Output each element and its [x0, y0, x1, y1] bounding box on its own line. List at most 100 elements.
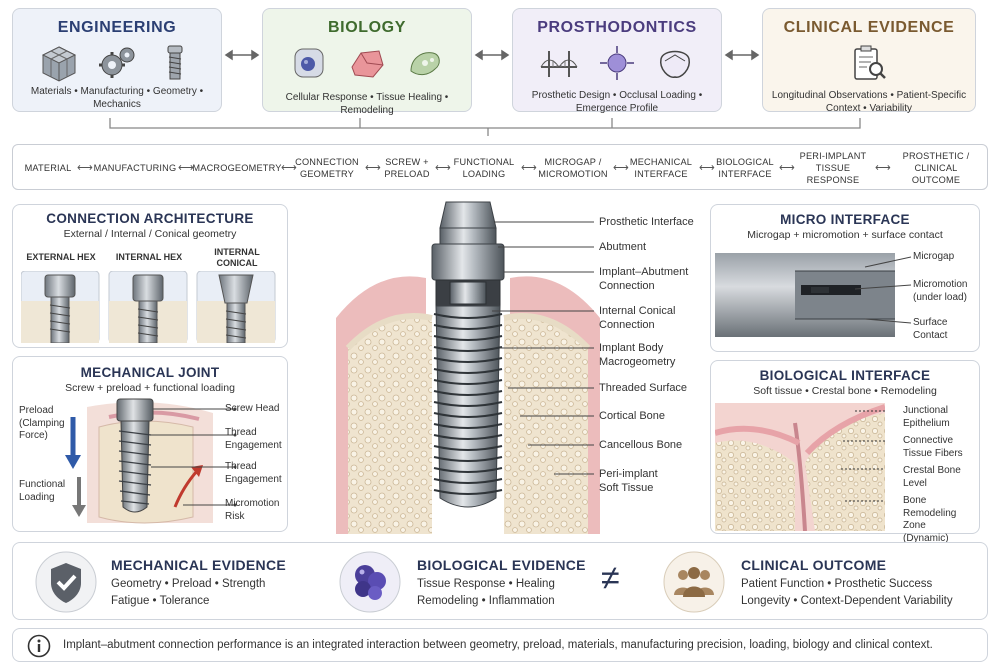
panel-subtitle: Microgap + micromotion + surface contact — [747, 229, 943, 241]
chain-step: SCREW + PRELOAD — [384, 157, 430, 179]
double-arrow-icon: ⟷ — [875, 162, 891, 174]
lattice-cube-icon — [39, 43, 79, 83]
clipboard-search-icon — [849, 43, 889, 83]
implant-thread — [433, 390, 503, 396]
domain-subtitle: Prosthetic Design • Occlusal Loading • E… — [531, 90, 703, 114]
mechanical-joint-illustration — [65, 398, 237, 524]
implant-thread — [433, 401, 503, 407]
center-label-implant-body: Implant Body Macrogeometry — [599, 342, 676, 368]
double-arrow-icon: ⟷ — [281, 162, 297, 174]
domain-title: CLINICAL EVIDENCE — [783, 19, 955, 36]
panel-subtitle: Soft tissue • Crestal bone • Remodeling — [753, 385, 937, 397]
implant-thread — [433, 379, 503, 385]
implant-thread — [433, 346, 503, 352]
molecule-cluster-icon — [339, 551, 401, 613]
thread-engagement-label: Thread Engagement — [225, 427, 282, 451]
implant-thread — [433, 423, 503, 429]
center-label-internal-conical-connection: Internal Conical Connection — [599, 305, 676, 331]
functional-loading-label: Functional Loading — [19, 479, 66, 503]
domain-card-clinical-evidence: CLINICAL EVIDENCE Longitudinal Observati… — [762, 8, 976, 114]
center-label-cancellous-bone: Cancellous Bone — [599, 439, 683, 451]
micromotion-risk-label: Micromotion Risk — [225, 498, 280, 522]
domain-title: ENGINEERING — [57, 19, 177, 36]
double-arrow-icon: ⟷ — [613, 162, 629, 174]
chain-step: PROSTHETIC / CLINICAL OUTCOME — [902, 151, 970, 185]
domain-title: PROSTHODONTICS — [537, 19, 697, 36]
chain-step: MICROGAP / MICROMOTION — [538, 157, 608, 179]
evidence-line: Fatigue • Tolerance — [111, 595, 210, 607]
panel-title: MECHANICAL JOINT — [80, 365, 220, 380]
center-label-abutment: Abutment — [599, 241, 647, 253]
mechanical-joint-panel: MECHANICAL JOINT Screw + preload + funct… — [12, 356, 288, 532]
chain-step: MACROGEOMETRY — [192, 163, 282, 173]
implant-thread — [433, 478, 503, 484]
summary-note: Implant–abutment connection performance … — [12, 628, 988, 662]
double-arrow-icon: ⟷ — [178, 162, 194, 174]
chain-step: MANUFACTURING — [93, 163, 177, 173]
microgap-label: Microgap — [913, 251, 955, 262]
double-arrow-icon: ⟷ — [521, 162, 537, 174]
implant-thread — [433, 412, 503, 418]
panel-title: CONNECTION ARCHITECTURE — [46, 211, 254, 226]
shield-check-icon — [35, 551, 97, 613]
chain-step: BIOLOGICAL INTERFACE — [716, 157, 774, 179]
connection-type-label: EXTERNAL HEX — [26, 252, 96, 262]
domain-subtitle: Longitudinal Observations • Patient-Spec… — [771, 90, 967, 114]
center-label-prosthetic-interface: Prosthetic Interface — [599, 216, 694, 228]
center-label-threaded-surface: Threaded Surface — [599, 382, 688, 394]
implant-thread — [433, 467, 503, 473]
domain-card-engineering: ENGINEERING Materials • Manufacturing • … — [12, 8, 222, 112]
double-arrow-icon: ⟷ — [365, 162, 381, 174]
implant-thread — [433, 368, 503, 374]
center-label-peri-implant-soft-tissue: Peri-implant Soft Tissue — [599, 468, 658, 494]
connection-type-illustrations — [21, 271, 276, 343]
tissue-icon — [347, 43, 387, 83]
connection-type-label: INTERNAL CONICAL — [214, 247, 260, 268]
crestal-bone-label: Crestal Bone Level — [903, 465, 961, 489]
thread-engagement-label: Thread Engagement — [225, 461, 282, 485]
center-label-cortical-bone: Cortical Bone — [599, 410, 666, 422]
double-arrow-icon: ⟷ — [77, 162, 93, 174]
people-group-icon — [663, 551, 725, 613]
domain-subtitle: Cellular Response • Tissue Healing • Rem… — [285, 92, 449, 116]
implant-screw-icon — [155, 43, 195, 83]
crown-outline-icon — [655, 43, 695, 83]
mechanism-chain: MATERIAL ⟷ MANUFACTURING ⟷ MACROGEOMETRY… — [12, 144, 988, 190]
micro-interface-panel: MICRO INTERFACE Microgap + micromotion +… — [710, 204, 980, 352]
chain-step: MATERIAL — [24, 163, 72, 173]
biological-interface-panel: BIOLOGICAL INTERFACE Soft tissue • Crest… — [710, 360, 980, 544]
implant-thread — [433, 434, 503, 440]
panel-title: BIOLOGICAL INTERFACE — [759, 368, 931, 383]
bone-fragment-icon — [405, 43, 445, 83]
double-arrow-icon: ⟷ — [699, 162, 715, 174]
info-icon — [27, 634, 51, 658]
gears-icon — [97, 43, 137, 83]
evidence-line: Patient Function • Prosthetic Success — [741, 578, 933, 590]
chain-step: FUNCTIONAL LOADING — [453, 157, 515, 179]
evidence-title: BIOLOGICAL EVIDENCE — [417, 557, 586, 573]
evidence-title: MECHANICAL EVIDENCE — [111, 557, 287, 573]
load-sphere-icon — [597, 43, 637, 83]
connection-type-label: INTERNAL HEX — [115, 252, 183, 262]
evidence-line: Geometry • Preload • Strength — [111, 578, 266, 590]
evidence-line: Longevity • Context-Dependent Variabilit… — [741, 595, 953, 607]
evidence-title: CLINICAL OUTCOME — [741, 557, 887, 573]
bone-remodeling-label: Bone Remodeling Zone (Dynamic) — [903, 495, 957, 544]
implant-thread — [433, 489, 503, 495]
summary-text: Implant–abutment connection performance … — [63, 639, 933, 651]
micromotion-label: Micromotion (under load) — [913, 279, 968, 303]
implant-thread — [433, 324, 503, 330]
panel-subtitle: External / Internal / Conical geometry — [63, 228, 237, 240]
panel-title: MICRO INTERFACE — [780, 212, 910, 227]
implant-thread — [433, 357, 503, 363]
domain-connectors — [109, 49, 861, 136]
connection-architecture-panel: CONNECTION ARCHITECTURE External / Inter… — [12, 204, 288, 348]
implant-thread — [433, 313, 503, 319]
implant-thread — [433, 445, 503, 451]
double-arrow-icon: ⟷ — [435, 162, 451, 174]
chain-step: CONNECTION GEOMETRY — [295, 157, 359, 179]
micro-interface-illustration — [715, 253, 912, 337]
implant-thread — [433, 335, 503, 341]
not-equal-symbol: ≠ — [601, 559, 620, 597]
